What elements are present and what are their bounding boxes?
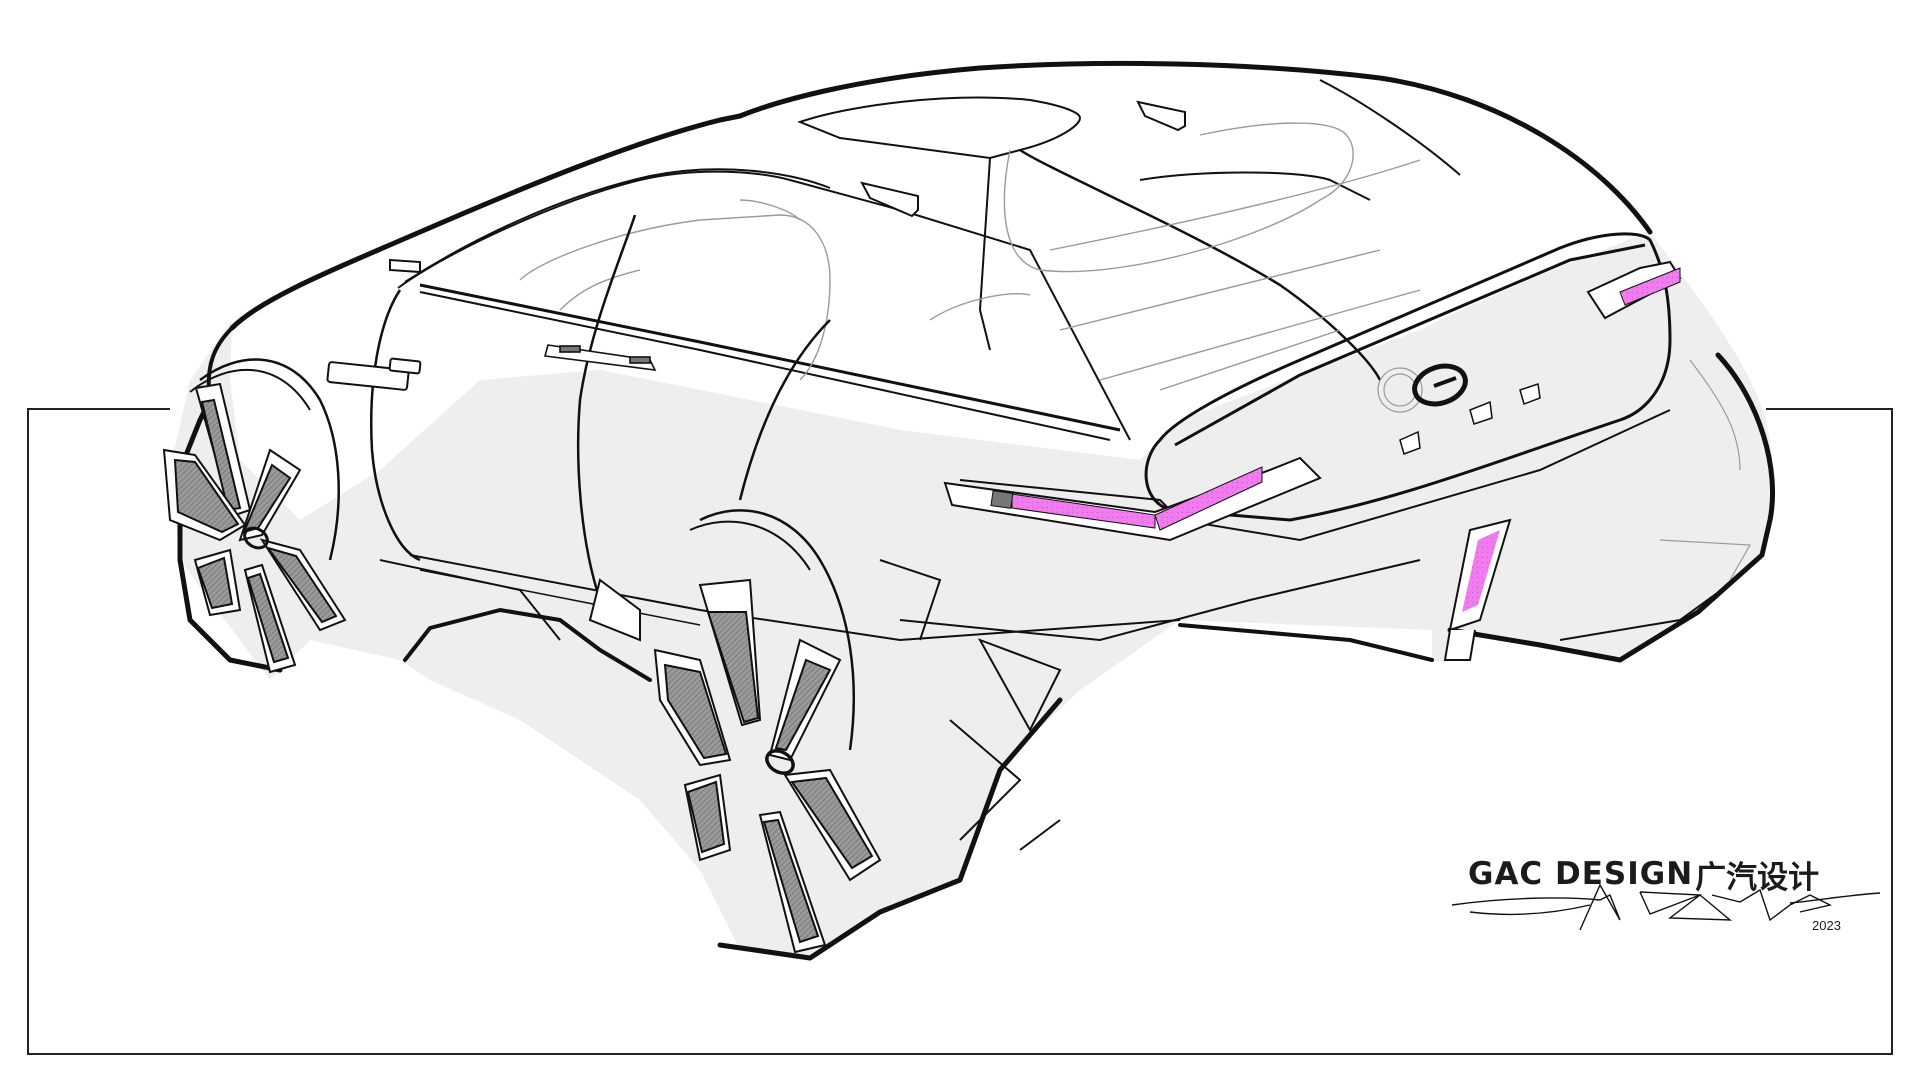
tail-light-right bbox=[1586, 260, 1682, 320]
rear-wheel bbox=[653, 509, 882, 954]
reflector-vertical bbox=[1443, 518, 1512, 661]
brand-emblem bbox=[1377, 363, 1468, 413]
gac-design-logo: GAC DESIGN 广汽设计 bbox=[1468, 856, 1819, 896]
side-badge bbox=[326, 357, 422, 391]
front-wheel bbox=[162, 358, 347, 674]
year-label: 2023 bbox=[1812, 918, 1841, 933]
rear-sensors bbox=[1399, 383, 1541, 455]
tail-light-left bbox=[943, 456, 1322, 542]
artist-signature bbox=[1451, 883, 1881, 931]
roof-fins bbox=[389, 100, 1186, 274]
roof-and-glasshouse bbox=[397, 79, 1461, 441]
rear-deck bbox=[899, 232, 1672, 642]
door-handle bbox=[543, 344, 657, 371]
lower-body-lines bbox=[379, 559, 1062, 851]
logo-text-cn: 广汽设计 bbox=[1695, 859, 1820, 896]
border-frame bbox=[27, 408, 1893, 1055]
rear-fender bbox=[1559, 359, 1752, 641]
logo-text: GAC DESIGN bbox=[1468, 856, 1694, 892]
car-body bbox=[170, 63, 1775, 960]
interior-construction-lines bbox=[519, 122, 1421, 391]
